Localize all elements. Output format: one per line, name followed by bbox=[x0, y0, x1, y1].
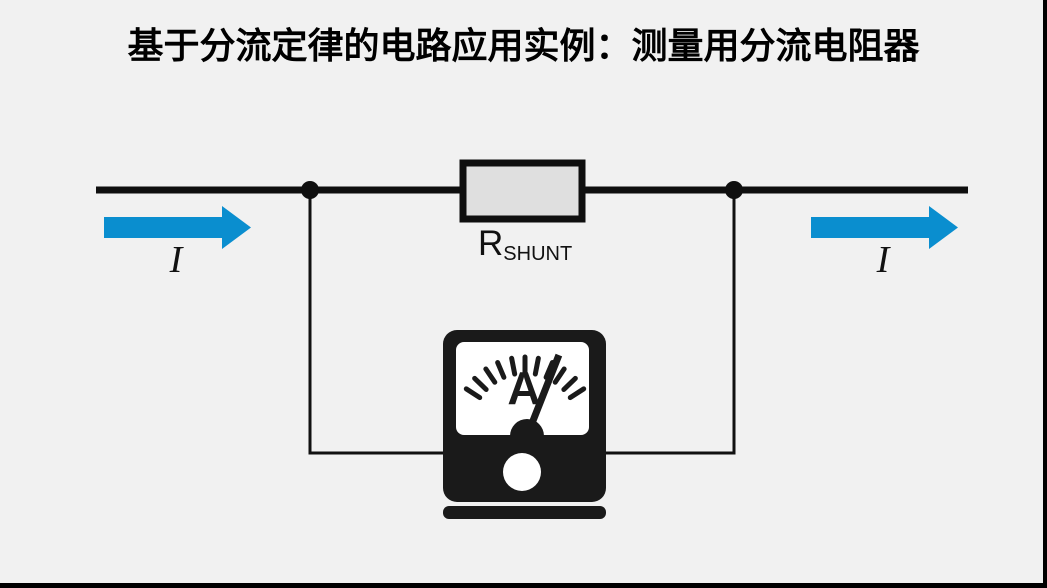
resistor-label-subscript: SHUNT bbox=[503, 243, 572, 265]
bottom-edge-shadow bbox=[0, 583, 1047, 588]
ammeter-icon: A bbox=[443, 330, 606, 519]
ammeter-needle-hub bbox=[510, 419, 544, 436]
right-edge-shadow bbox=[1043, 0, 1047, 588]
ammeter-scale-ticks bbox=[463, 354, 587, 401]
current-arrow-left-icon bbox=[104, 206, 251, 249]
right-branch-wire bbox=[603, 192, 736, 455]
left-branch-wire bbox=[308, 192, 446, 455]
left-junction-node bbox=[301, 181, 319, 199]
current-label-left: I bbox=[169, 239, 185, 281]
shunt-resistor bbox=[459, 159, 586, 223]
resistor-label-base: R bbox=[478, 224, 503, 263]
current-label-right: I bbox=[876, 239, 892, 281]
resistor-label: RSHUNT bbox=[478, 224, 572, 265]
current-arrow-right-icon bbox=[811, 206, 958, 249]
slide-title: 基于分流定律的电路应用实例：测量用分流电阻器 bbox=[127, 25, 920, 66]
ammeter-unit-letter: A bbox=[507, 362, 540, 414]
right-junction-node bbox=[725, 181, 743, 199]
ammeter-knob bbox=[503, 453, 541, 491]
ammeter-base-bar bbox=[443, 506, 606, 519]
